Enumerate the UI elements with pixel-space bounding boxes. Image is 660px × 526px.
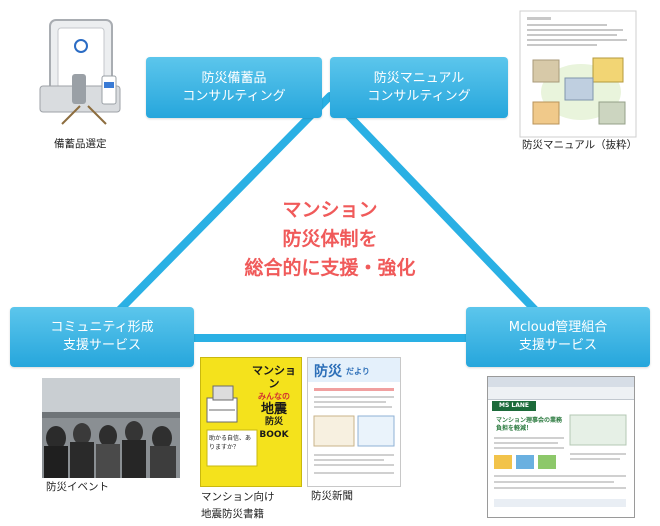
book-caption-line2: 地震防災書籍 (201, 508, 264, 520)
center-message: マンション 防災体制を 総合的に支援・強化 (218, 196, 442, 283)
manual-consulting-box: 防災マニュアル コンサルティング (330, 57, 508, 118)
book-tagline: 助かる自信、ありますか？ (209, 435, 252, 451)
book-cover-image: マンション みんなの 地震 防災BOOK 助かる自信、ありますか？ (200, 357, 302, 487)
center-line-2: 防災体制を (282, 228, 378, 250)
book-title-2: みんなの (258, 392, 290, 401)
mcloud-box-line1: Mcloud管理組合 (508, 320, 608, 335)
supplies-consulting-box: 防災備蓄品 コンサルティング (146, 57, 322, 118)
newsletter-caption: 防災新聞 (311, 490, 353, 502)
mcloud-box-line2: 支援サービス (518, 338, 597, 353)
community-box-line2: 支援サービス (62, 338, 141, 353)
event-caption: 防災イベント (46, 481, 109, 493)
site-headline: マンション理事会の業務負担を軽減！ (496, 417, 563, 432)
book-caption-line1: マンション向け (201, 491, 275, 503)
community-box-line1: コミュニティ形成 (50, 320, 154, 335)
community-support-box: コミュニティ形成 支援サービス (10, 307, 194, 367)
newsletter-title: 防災 (314, 364, 342, 380)
center-line-3: 総合的に支援・強化 (244, 257, 416, 279)
book-title-3: 地震 (260, 402, 287, 417)
manual-page-image (519, 10, 637, 138)
mcloud-support-box: Mcloud管理組合 支援サービス (466, 307, 650, 367)
supplies-box-line1: 防災備蓄品 (201, 70, 267, 86)
center-line-1: マンション (282, 199, 378, 221)
manual-caption: 防災マニュアル（抜粋） (522, 139, 638, 151)
book-title-4: 防災BOOK (259, 417, 289, 440)
book-illustration (206, 385, 258, 467)
site-body (494, 414, 627, 507)
supplies-kit-image (39, 19, 121, 125)
book-title-1: マンション (252, 364, 296, 390)
site-logo: MS LANE (492, 401, 536, 411)
newsletter-body (313, 388, 395, 474)
supplies-box-line2: コンサルティング (182, 88, 286, 104)
newsletter-subtitle: だより (346, 367, 370, 376)
website-screenshot: MS LANE マンション理事会の業務負担を軽減！ (487, 376, 635, 518)
supplies-caption: 備蓄品選定 (54, 138, 107, 150)
manual-box-line1: 防災マニュアル (373, 70, 465, 86)
book-caption: マンション向け 地震防災書籍 (201, 489, 275, 523)
manual-box-line2: コンサルティング (367, 88, 471, 104)
event-photo (42, 378, 180, 478)
newsletter-image: 防災 だより (307, 357, 401, 487)
